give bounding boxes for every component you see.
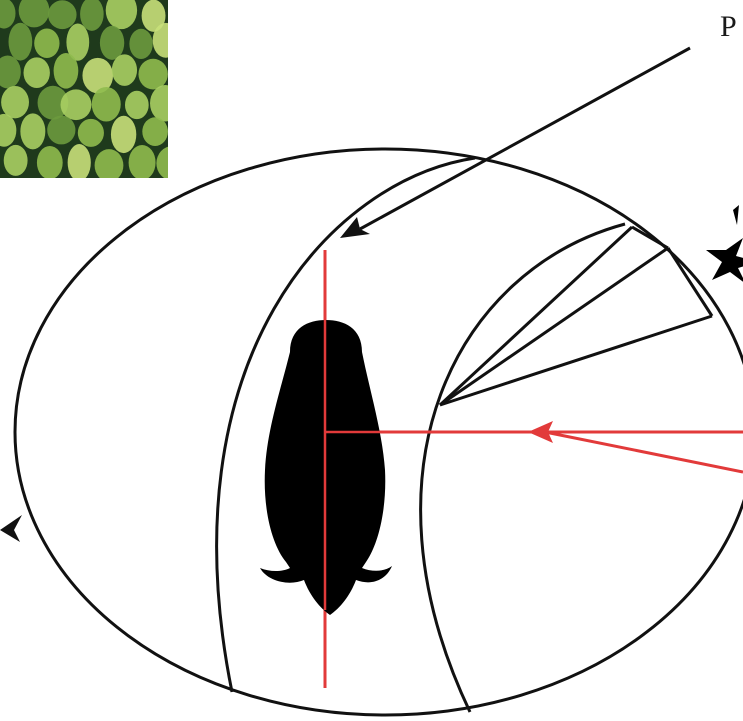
red-incoming-ray [545,432,743,472]
star-icon [706,238,743,284]
foliage-leaf [156,146,188,180]
foliage-leaf [92,87,121,122]
foliage-leaf [37,146,63,179]
foliage-leaf [24,57,50,88]
left-edge-arrowhead [0,515,22,542]
foliage-leaf [153,23,179,58]
foliage-leaf [68,144,91,181]
foliage-leaf [95,149,124,182]
foliage-leaf [150,85,180,121]
foliage-leaf [125,91,149,119]
corner-label: P [720,12,737,42]
star-arrow-tip [733,205,739,225]
foliage-leaf [20,113,45,149]
foliage-leaf [111,116,136,153]
foliage-leaf [129,145,156,180]
foliage-leaf [138,59,167,90]
foliage-leaf [78,119,104,147]
foliage-thumbnail [0,0,188,182]
fan-edge-2 [668,248,712,316]
black-incoming-ray [360,48,690,229]
fan-ray-2 [440,248,668,405]
foliage-leaf [142,117,168,146]
foliage-leaf [34,29,59,59]
fan-ray-3 [440,316,712,405]
foliage-leaf [129,29,152,59]
foliage-leaf [112,54,137,86]
fan-rays [440,227,712,405]
foliage-leaf [9,23,33,61]
foliage-leaf [47,116,75,145]
foliage-leaf [1,86,29,118]
foliage-leaf [48,0,77,29]
foliage-leaf [54,53,79,89]
foliage-leaf [61,89,92,120]
foliage-leaf [100,26,124,60]
foliage-leaf [4,145,28,176]
fan-ray-1 [440,227,632,405]
fan-edge-1 [632,227,668,248]
